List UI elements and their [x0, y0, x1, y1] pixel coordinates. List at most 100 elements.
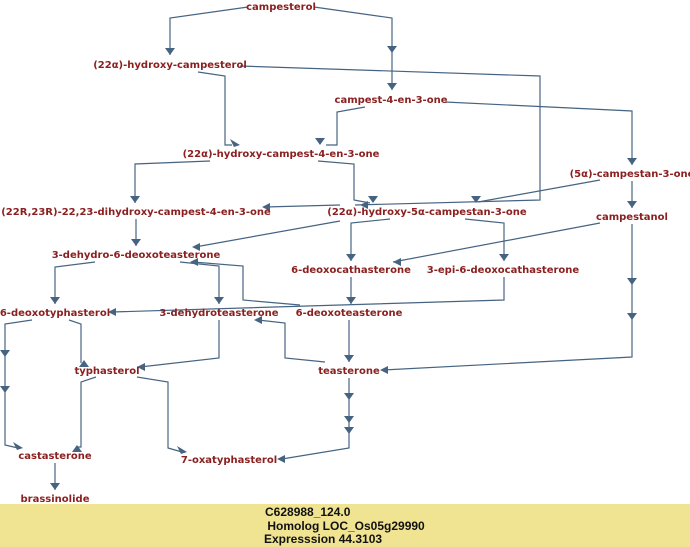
edge-line	[197, 71, 232, 146]
edge-line	[392, 222, 601, 263]
edge-line	[257, 319, 326, 363]
arrowhead-icon	[627, 158, 637, 165]
edge-line	[111, 277, 505, 313]
arrowhead-icon	[13, 442, 23, 450]
node-campestan-3-one[interactable]: (5α)-campestan-3-one	[570, 169, 690, 180]
arrowhead-icon	[344, 416, 354, 423]
expression-text: Expresssion 44.3103	[264, 532, 383, 546]
arrowhead-icon	[254, 316, 262, 324]
edge-line	[281, 378, 350, 460]
arrowhead-icon	[344, 393, 354, 400]
edge-hydroxy-5a-campestan-to-dihydroxy-campest	[262, 203, 341, 211]
edge-campesterol-to-hydroxy-campesterol	[165, 6, 249, 55]
arrowhead-icon	[380, 366, 388, 374]
edge-hydroxy-5a-campestan-to-deoxocathasterone	[346, 218, 391, 261]
edge-line	[192, 261, 301, 306]
edge-hydroxy-campest-4-en-3-one-to-hydroxy-5a-campestan	[317, 160, 378, 204]
edge-line	[317, 160, 371, 204]
node-campesterol[interactable]: campesterol	[246, 2, 316, 13]
arrowhead-icon	[627, 201, 637, 208]
arrowhead-icon	[165, 48, 175, 55]
edge-campestanol-to-deoxocathasterone	[392, 222, 601, 266]
pathway-diagram: campesterol (22α)-hydroxy-campesterol camp…	[0, 2, 690, 504]
arrowhead-icon	[262, 203, 270, 211]
edge-line	[382, 224, 633, 371]
edge-campestan-3-one-to-hydroxy-5a-campestan	[471, 179, 601, 203]
node-deoxoteasterone[interactable]: 6-deoxoteasterone	[296, 308, 403, 319]
edge-line	[313, 6, 393, 90]
node-dihydroxy-campest[interactable]: (22R,23R)-22,23-dihydroxy-campest-4-en-3…	[1, 207, 271, 218]
edge-hydroxy-campesterol-to-hydroxy-campest-4-en-3-one	[197, 71, 240, 147]
arrowhead-icon	[277, 455, 285, 463]
edge-line	[194, 220, 341, 248]
arrowhead-icon	[346, 297, 356, 304]
node-typhasterol[interactable]: typhasterol	[74, 366, 139, 377]
edge-line	[4, 319, 33, 449]
arrowhead-icon	[368, 196, 378, 203]
node-brassinolide[interactable]: brassinolide	[21, 494, 90, 504]
edge-line	[169, 6, 249, 55]
arrowhead-icon	[0, 350, 10, 357]
arrowhead-icon	[471, 196, 481, 203]
node-epi-deoxocathasterone[interactable]: 3-epi-6-deoxocathasterone	[427, 265, 580, 276]
node-hydroxy-campesterol[interactable]: (22α)-hydroxy-campesterol	[93, 60, 247, 71]
edge-deoxotyphasterol-to-castasterone	[4, 319, 33, 450]
edge-campestan-3-one-to-campestanol	[627, 181, 637, 208]
edge-line	[264, 204, 341, 208]
nodes-layer: campesterol (22α)-hydroxy-campesterol camp…	[0, 2, 690, 504]
node-teasterone[interactable]: teasterone	[318, 366, 380, 377]
arrowhead-icon	[0, 386, 10, 393]
edge-line	[77, 376, 97, 448]
arrowhead-icon	[137, 363, 145, 371]
node-deoxocathasterone[interactable]: 6-deoxocathasterone	[291, 265, 411, 276]
edge-epi-deoxocathasterone-to-deoxotyphasterol	[108, 277, 505, 316]
edge-line	[477, 179, 601, 203]
arrowhead-icon	[627, 313, 637, 320]
edge-campesterol-to-campest-4-en-3-one	[313, 6, 397, 90]
edge-line	[54, 261, 96, 304]
edge-line	[326, 106, 366, 146]
edge-line	[350, 218, 391, 261]
edge-line	[139, 320, 220, 368]
node-dehydroteasterone[interactable]: 3-dehydroteasterone	[159, 308, 278, 319]
edge-campest-4-en-3-one-to-campestan-3-one	[444, 101, 637, 165]
arrowhead-icon	[79, 360, 89, 367]
edge-deoxoteasterone-to-teasterone	[344, 320, 354, 362]
edge-line	[68, 319, 82, 363]
homolog-text: Homolog LOC_Os05g29990	[264, 519, 425, 533]
arrowhead-icon	[50, 297, 60, 304]
arrowhead-icon	[108, 308, 116, 316]
edge-deoxotyphasterol-to-typhasterol	[68, 319, 89, 367]
edge-dehydro-deoxoteasterone-to-dehydroteasterone	[179, 261, 224, 304]
arrowhead-icon	[50, 483, 60, 490]
arrowhead-icon	[214, 297, 224, 304]
edge-deoxoteasterone-to-dehydro-deoxoteasterone	[190, 258, 301, 306]
node-dehydro-deoxoteasterone[interactable]: 3-dehydro-6-deoxoteasterone	[52, 250, 221, 261]
arrowhead-icon	[131, 239, 141, 246]
edge-hydroxy-5a-campestan-to-dehydro-deoxoteasterone	[192, 220, 341, 251]
edge-campestanol-to-teasterone	[380, 224, 633, 374]
edge-dihydroxy-campest-to-dehydro-deoxoteasterone	[131, 219, 141, 246]
arrowhead-icon	[72, 445, 82, 452]
arrowhead-icon	[344, 427, 354, 434]
node-hydroxy-5a-campestan[interactable]: (22α)-hydroxy-5α-campestan-3-one	[327, 207, 527, 218]
node-castasterone[interactable]: castasterone	[18, 451, 92, 462]
edge-teasterone-to-oxatyphasterol	[277, 378, 350, 463]
node-campest-4-en-3-one[interactable]: campest-4-en-3-one	[335, 95, 448, 106]
edge-line	[134, 160, 211, 203]
edge-campest-4-en-3-one-to-hydroxy-campest-4-en-3-one	[315, 106, 366, 146]
node-deoxotyphasterol[interactable]: 6-deoxotyphasterol	[0, 308, 110, 319]
edge-typhasterol-to-oxatyphasterol	[136, 376, 187, 454]
edge-line	[179, 261, 220, 304]
node-oxatyphasterol[interactable]: 7-oxatyphasterol	[181, 455, 277, 466]
edge-dehydro-deoxoteasterone-to-deoxotyphasterol	[50, 261, 96, 304]
edge-hydroxy-campesterol-to-hydroxy-5a-campestan	[239, 65, 541, 209]
edge-deoxocathasterone-to-deoxoteasterone	[346, 277, 356, 304]
arrowhead-icon	[346, 254, 356, 261]
node-campestanol[interactable]: campestanol	[596, 212, 668, 223]
gene-id-text: C628988_124.0	[265, 505, 351, 519]
node-hydroxy-campest-4-en-3-one[interactable]: (22α)-hydroxy-campest-4-en-3-one	[183, 149, 380, 160]
edge-hydroxy-campest-4-en-3-one-to-dihydroxy-campest	[130, 160, 211, 203]
edges-layer	[0, 6, 637, 490]
